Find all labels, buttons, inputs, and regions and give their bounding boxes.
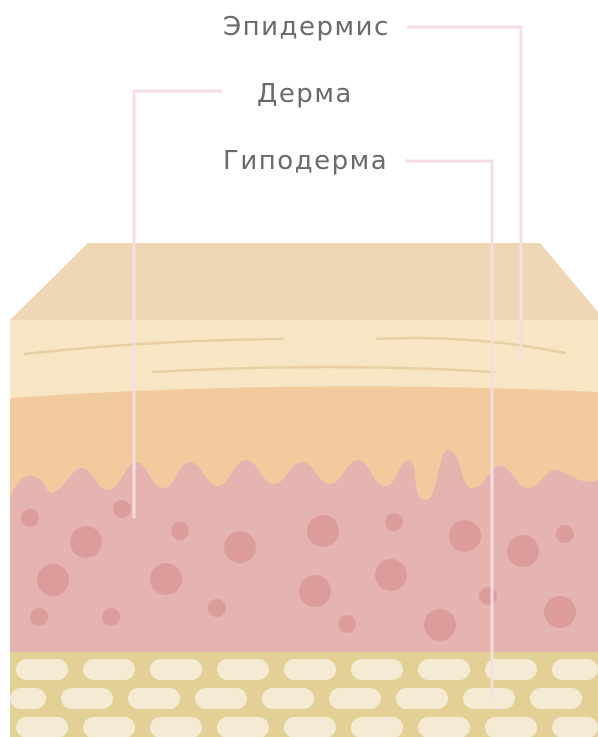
hypodermis-label: Гиподерма: [223, 146, 388, 176]
epidermis-label: Эпидермис: [223, 12, 390, 42]
skin-top-face: [10, 243, 598, 320]
fat-cells: [10, 659, 598, 737]
dermis-label: Дерма: [257, 79, 353, 109]
